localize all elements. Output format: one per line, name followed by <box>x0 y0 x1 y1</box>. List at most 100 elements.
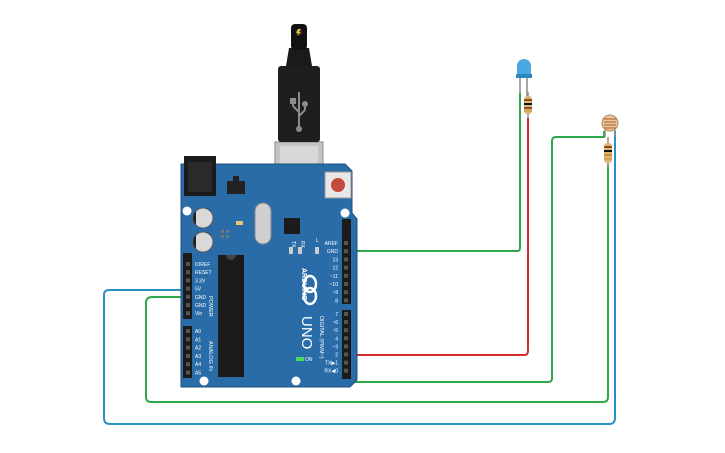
power-header <box>183 253 192 319</box>
capacitor <box>192 231 214 253</box>
pin-label: GND <box>327 249 339 255</box>
pin-label: ~9 <box>332 290 338 296</box>
digital-pins: AREF GND 13 12 ~11 ~10 ~9 8 7 ~6 ~5 4 ~3 2TX▶1RX◀0 <box>324 241 348 375</box>
wire-gnd-to-resistor[interactable] <box>145 164 609 403</box>
pin-label: 4 <box>335 336 338 342</box>
lightning-icon <box>296 29 301 36</box>
header-pin[interactable] <box>344 312 348 316</box>
header-pin[interactable] <box>186 370 190 375</box>
header-pin[interactable] <box>344 360 348 365</box>
header-pin[interactable] <box>186 294 190 299</box>
arduino-board[interactable]: TX RX L ARDUINO UNO ON IOREF RESET 3.3V 5V G… <box>180 156 358 388</box>
led[interactable] <box>516 59 532 96</box>
model-label: UNO <box>298 316 315 349</box>
pin-label: GND <box>195 295 207 301</box>
pin-label: ~10 <box>330 282 339 288</box>
on-label: ON <box>305 357 313 363</box>
wire-5v-to-photoresistor[interactable] <box>103 131 616 425</box>
pin-label: A2 <box>195 346 201 352</box>
l-label: L <box>316 238 319 244</box>
arduino-logo <box>302 274 318 306</box>
pin-label: Vin <box>195 311 202 317</box>
pin-label: 2 <box>335 353 338 359</box>
reset-button[interactable] <box>324 171 352 199</box>
header-pin[interactable] <box>344 336 348 341</box>
header-pin[interactable] <box>186 278 190 283</box>
photoresistor[interactable] <box>601 114 619 137</box>
brand-label: ARDUINO <box>300 268 307 301</box>
power-pins: IOREF RESET 3.3V 5V GND GND Vin <box>186 262 212 317</box>
pin-label: IOREF <box>195 262 210 268</box>
wire-gnd-to-led[interactable] <box>346 93 521 252</box>
header-pin[interactable] <box>344 298 348 303</box>
rx-label: RX <box>299 241 305 249</box>
small-chip <box>284 218 300 234</box>
resistor[interactable] <box>524 92 532 118</box>
header-pin[interactable] <box>186 353 190 358</box>
pin-label: 3.3V <box>195 278 206 284</box>
header-pin[interactable] <box>344 368 348 373</box>
mounting-hole <box>182 206 192 216</box>
header-pin[interactable] <box>344 273 348 278</box>
pin-label: 8 <box>335 298 338 304</box>
header-pin[interactable] <box>186 311 190 316</box>
on-led <box>296 357 304 361</box>
header-pin[interactable] <box>186 286 190 291</box>
header-pin[interactable] <box>186 270 190 275</box>
header-pin[interactable] <box>344 257 348 262</box>
header-pin[interactable] <box>344 290 348 295</box>
pin-label: AREF <box>325 241 338 247</box>
header-pin[interactable] <box>186 303 190 307</box>
header-pin[interactable] <box>344 249 348 254</box>
pin-label: 13 <box>332 257 338 263</box>
pin-label: A4 <box>195 362 201 368</box>
mounting-hole <box>199 376 209 386</box>
power-label: POWER <box>207 296 213 317</box>
wire-pin2-to-resistor[interactable] <box>346 118 529 356</box>
rx-led <box>298 247 302 254</box>
mounting-hole <box>340 208 350 218</box>
header-pin[interactable] <box>344 282 348 286</box>
digital-label: DIGITAL (PWM~) <box>318 316 324 359</box>
header-pin[interactable] <box>186 329 190 333</box>
header-pin[interactable] <box>186 362 190 367</box>
header-pin[interactable] <box>186 337 190 342</box>
pin-label: GND <box>195 303 207 309</box>
mounting-hole <box>291 376 301 386</box>
pin-label: ~6 <box>332 320 338 326</box>
pin-label: A3 <box>195 354 201 360</box>
header-pin[interactable] <box>344 344 348 349</box>
header-pin[interactable] <box>344 328 348 333</box>
voltage-regulator <box>227 181 245 194</box>
header-pin[interactable] <box>344 320 348 325</box>
pin-label: RX◀0 <box>324 369 338 375</box>
crystal-oscillator <box>254 202 272 245</box>
header-pin[interactable] <box>186 262 190 266</box>
tx-label: TX <box>290 241 296 248</box>
pin-label: ~11 <box>330 274 338 280</box>
pin-label: 12 <box>332 266 338 272</box>
header-pin[interactable] <box>344 352 348 357</box>
header-pin[interactable] <box>344 265 348 270</box>
header-pin[interactable] <box>186 345 190 350</box>
pin-label: A5 <box>195 371 201 377</box>
pin-label: ~5 <box>332 328 338 334</box>
pin-label: TX▶1 <box>325 361 338 367</box>
digital-header-top <box>342 219 351 304</box>
resistor[interactable] <box>604 137 612 168</box>
header-pin[interactable] <box>344 241 348 245</box>
capacitor <box>192 207 214 229</box>
analog-header <box>183 326 192 378</box>
atmega-chip <box>218 255 244 377</box>
l-led <box>315 247 319 254</box>
pin-label: 7 <box>335 312 338 318</box>
tx-led <box>289 247 293 254</box>
pin-label: 5V <box>195 287 202 293</box>
pin-label: A0 <box>195 329 201 335</box>
analog-label: ANALOG IN <box>207 341 213 371</box>
pin-label: A1 <box>195 337 201 343</box>
pin-label: ~3 <box>332 344 338 350</box>
pin-label: RESET <box>195 270 212 276</box>
